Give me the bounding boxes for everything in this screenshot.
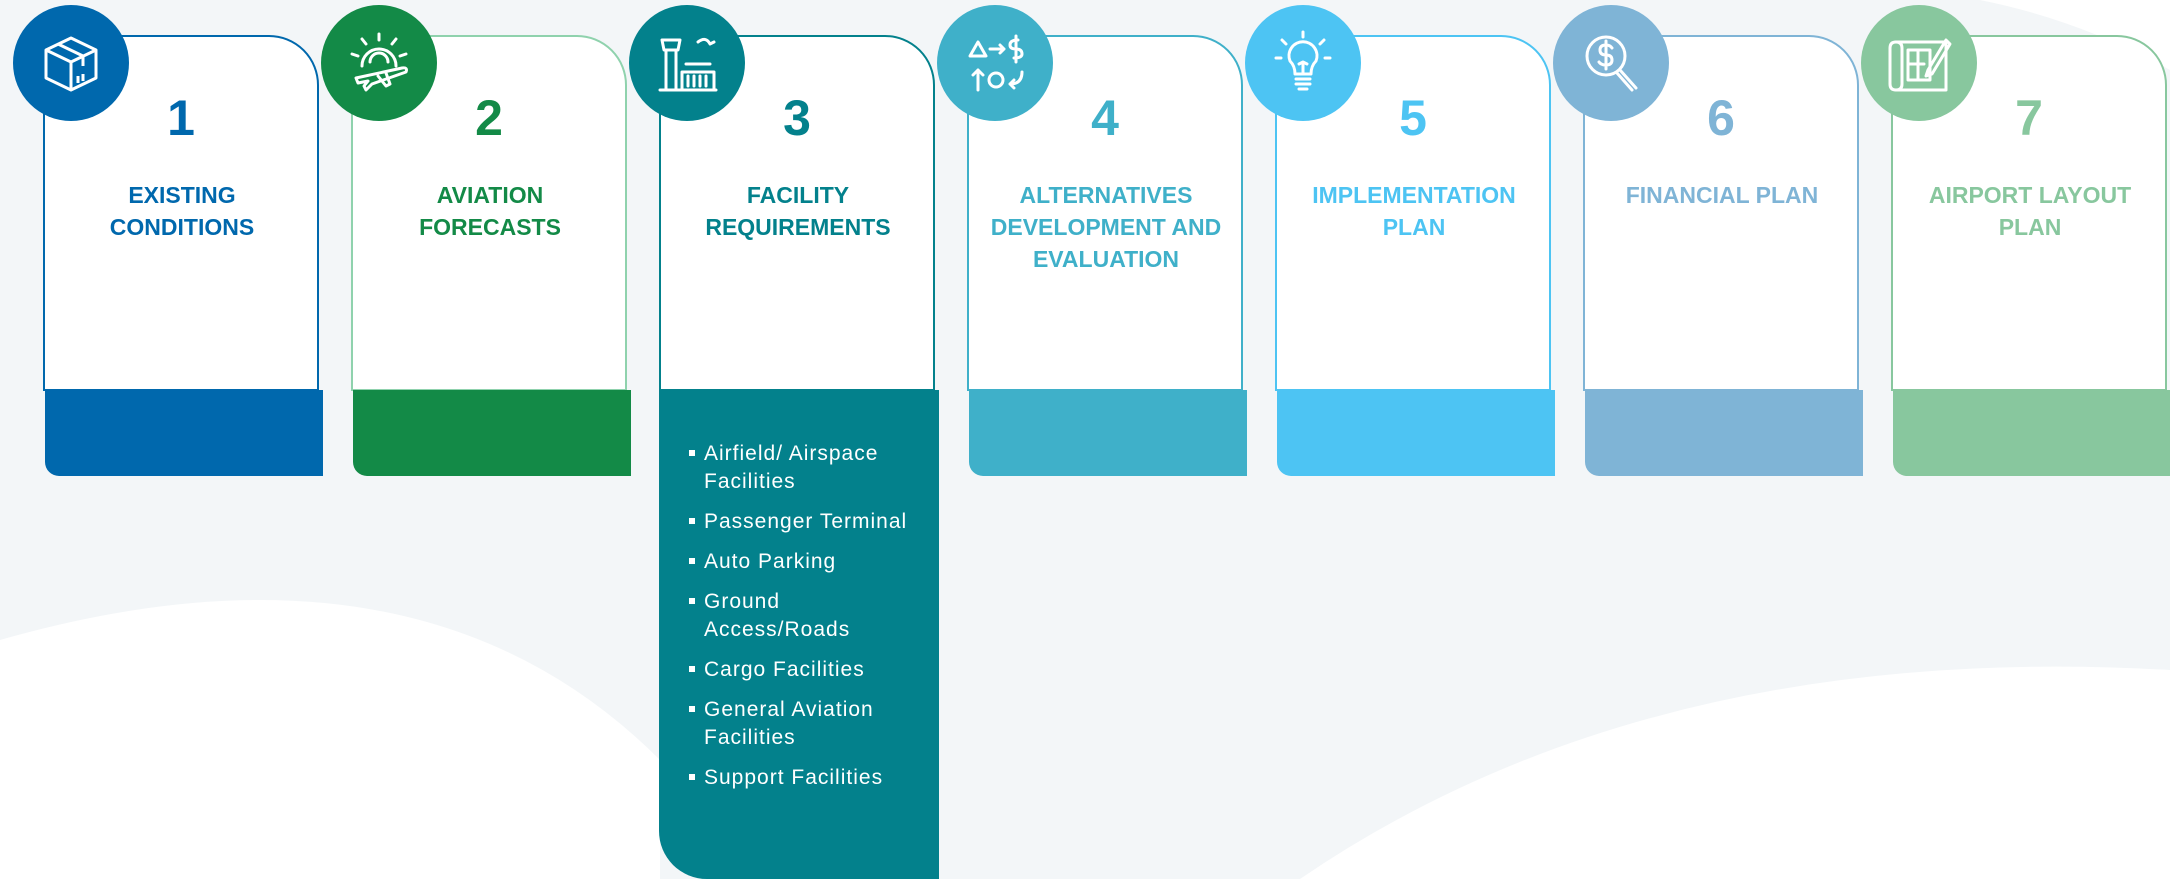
alternatives-icon — [937, 5, 1053, 121]
list-item: Support Facilities — [689, 764, 929, 792]
list-item: Ground Access/Roads — [689, 588, 929, 644]
step-number: 7 — [2015, 90, 2043, 146]
list-item: Passenger Terminal — [689, 508, 929, 536]
step-color-band — [1893, 390, 2170, 476]
blueprint-icon — [1861, 5, 1977, 121]
control-tower-icon — [629, 5, 745, 121]
step-color-band — [969, 390, 1247, 476]
box-icon — [13, 5, 129, 121]
lightbulb-icon — [1245, 5, 1361, 121]
dollar-search-icon — [1553, 5, 1669, 121]
step-number: 2 — [475, 90, 503, 146]
step-title: FINANCIAL PLAN — [1625, 182, 1819, 208]
step-title: AVIATION FORECASTS — [419, 182, 561, 240]
facility-details-panel: Airfield/ Airspace Facilities Passenger … — [659, 390, 939, 879]
step-number: 1 — [167, 90, 195, 146]
list-item: General Aviation Facilities — [689, 696, 929, 752]
step-title: ALTERNATIVES DEVELOPMENT AND EVALUATION — [990, 182, 1222, 272]
step-title: IMPLEMENTATION PLAN — [1312, 182, 1516, 240]
step-title: EXISTING CONDITIONS — [109, 182, 255, 240]
step-color-band — [1585, 390, 1863, 476]
gear-airplane-icon — [321, 5, 437, 121]
step-title: FACILITY REQUIREMENTS — [705, 182, 891, 240]
step-color-band — [45, 390, 323, 476]
step-number: 4 — [1091, 90, 1119, 146]
step-color-band — [1277, 390, 1555, 476]
facility-list: Airfield/ Airspace Facilities Passenger … — [689, 440, 929, 804]
list-item: Cargo Facilities — [689, 656, 929, 684]
step-color-band — [353, 390, 631, 476]
step-number: 5 — [1399, 90, 1427, 146]
step-number: 6 — [1707, 90, 1735, 146]
step-number: 3 — [783, 90, 811, 146]
step-title: AIRPORT LAYOUT PLAN — [1928, 182, 2132, 240]
list-item: Auto Parking — [689, 548, 929, 576]
list-item: Airfield/ Airspace Facilities — [689, 440, 929, 496]
